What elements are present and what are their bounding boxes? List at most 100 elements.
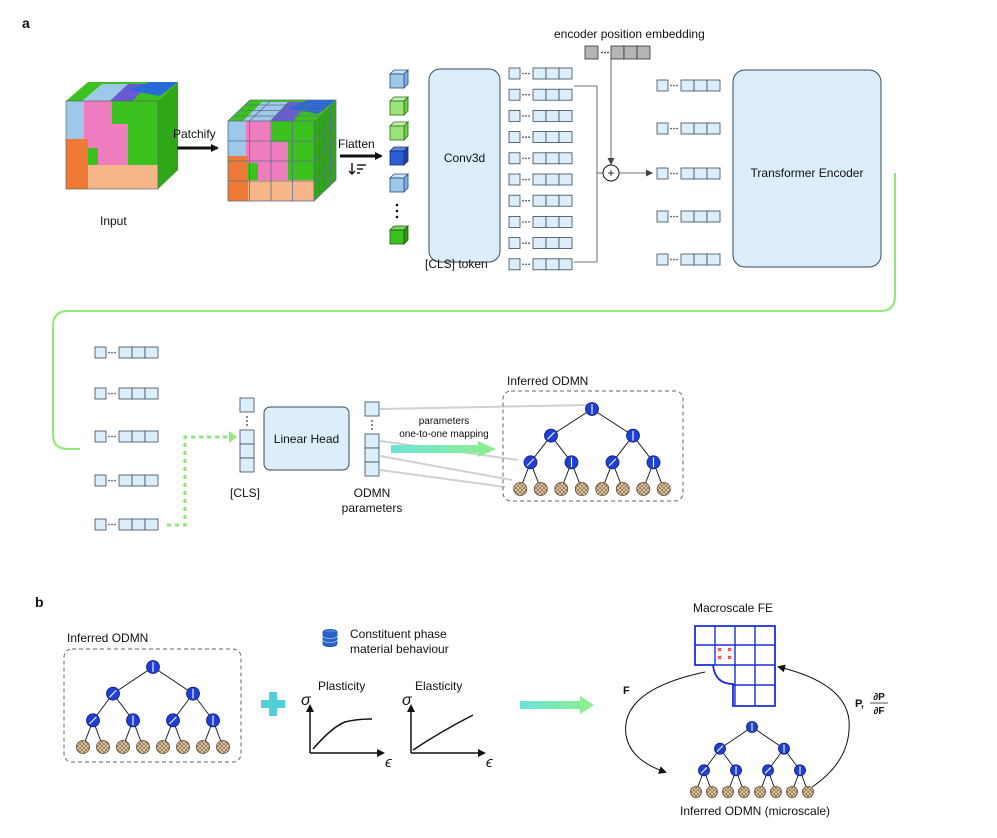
odmn-parameters-label-line1: ODMN (354, 486, 391, 500)
tree-leaf (786, 786, 798, 798)
tree-leaf (196, 740, 210, 754)
tree-leaf (116, 740, 130, 754)
token-row (508, 110, 573, 122)
tree-leaf (76, 740, 90, 754)
teal-plus-icon (261, 692, 285, 716)
token-row (94, 430, 159, 443)
plasticity-label: Plasticity (318, 679, 365, 693)
tree-leaf (176, 740, 190, 754)
plasticity-epsilon: ϵ (385, 754, 392, 771)
patch-cube (389, 96, 409, 116)
tree-leaf (595, 482, 610, 496)
encoder-output-connector (52, 173, 896, 450)
tree-leaf (706, 786, 718, 798)
ellipsis-dots (395, 203, 399, 219)
cls-vector (239, 397, 255, 473)
f-label: F (623, 685, 630, 697)
token-bracket (574, 85, 603, 263)
patch-column (389, 69, 409, 245)
rotation-mark (716, 745, 724, 752)
elasticity-plot: Elasticity σ ϵ (402, 679, 493, 771)
patch-cube (389, 173, 409, 193)
token-row (656, 122, 721, 135)
tree-leaf (722, 786, 734, 798)
mapping-label-line2: one-to-one mapping (399, 429, 489, 440)
tree-leaf (656, 482, 671, 496)
conv-token-column (508, 67, 573, 271)
macroscale-fe-grid (694, 625, 776, 707)
tree-leaf (636, 482, 651, 496)
flatten-label: Flatten (338, 137, 375, 151)
tree-edge (550, 408, 593, 437)
position-embedding-label: encoder position embedding (554, 27, 705, 41)
token-row (508, 88, 573, 101)
integration-points (717, 647, 732, 660)
token-row (508, 173, 573, 186)
rotation-mark (109, 689, 117, 698)
transformer-encoder-block (732, 69, 882, 268)
inferred-odmn-label-b: Inferred ODMN (67, 631, 148, 645)
tree-leaf (770, 786, 782, 798)
tree-leaf (754, 786, 766, 798)
f-arc (625, 671, 706, 774)
rotation-mark (169, 716, 177, 725)
tree-leaf (615, 482, 630, 496)
odmn-tree-a (513, 402, 671, 496)
token-row (656, 253, 721, 266)
tree-edge (112, 666, 154, 695)
tree-edge (719, 726, 753, 750)
token-row (94, 346, 159, 359)
patchified-cube (227, 99, 337, 202)
odmn-tree-microscale (690, 721, 814, 798)
elasticity-sigma: σ (402, 692, 413, 709)
token-row (508, 194, 573, 207)
dp-label: ∂P (873, 692, 885, 703)
token-row (508, 67, 573, 80)
elasticity-epsilon: ϵ (486, 754, 493, 771)
tree-leaf (216, 740, 230, 754)
patch-cube (389, 121, 409, 141)
sort-icon (348, 163, 366, 175)
token-row (508, 215, 573, 228)
microscale-label: Inferred ODMN (microscale) (680, 804, 830, 818)
tree-leaf (156, 740, 170, 754)
tree-leaf (574, 482, 589, 496)
token-row (94, 518, 159, 531)
token-row (656, 79, 721, 92)
panel-b-arrow (520, 696, 594, 714)
inferred-odmn-label-a: Inferred ODMN (507, 374, 588, 388)
rotation-mark (526, 458, 535, 467)
df-label: ∂F (873, 706, 884, 717)
cls-label: [CLS] (230, 486, 260, 500)
plasticity-plot: Plasticity σ ϵ (301, 679, 392, 771)
rotation-mark (89, 716, 97, 725)
rotation-mark (764, 767, 772, 774)
mapping-label-line1: parameters (419, 416, 470, 427)
token-row (656, 167, 721, 180)
token-row (508, 258, 573, 271)
tree-leaf (690, 786, 702, 798)
transformer-label: Transformer Encoder (751, 166, 864, 180)
token-row (94, 387, 159, 400)
tree-leaf (136, 740, 150, 754)
inferred-odmn-box-b (63, 648, 242, 763)
cls-dotted-path (167, 435, 228, 527)
linear-head-label: Linear Head (274, 432, 339, 446)
tree-leaf (554, 482, 569, 496)
input-label: Input (100, 214, 127, 228)
p-label: P, (855, 698, 864, 710)
conv3d-block (428, 68, 501, 263)
encoder-output-column (94, 346, 159, 531)
tree-edge (591, 408, 634, 437)
token-row (508, 152, 573, 165)
constituent-label-line2: material behaviour (350, 642, 449, 656)
patch-cube (389, 69, 409, 89)
token-row (94, 474, 159, 487)
cls-dotted-arrowhead (229, 431, 237, 443)
elasticity-label: Elasticity (415, 679, 462, 693)
linear-head-block (263, 406, 350, 471)
constituent-label-line1: Constituent phase (350, 627, 447, 641)
conv3d-label: Conv3d (444, 151, 485, 165)
macroscale-label: Macroscale FE (693, 601, 773, 615)
